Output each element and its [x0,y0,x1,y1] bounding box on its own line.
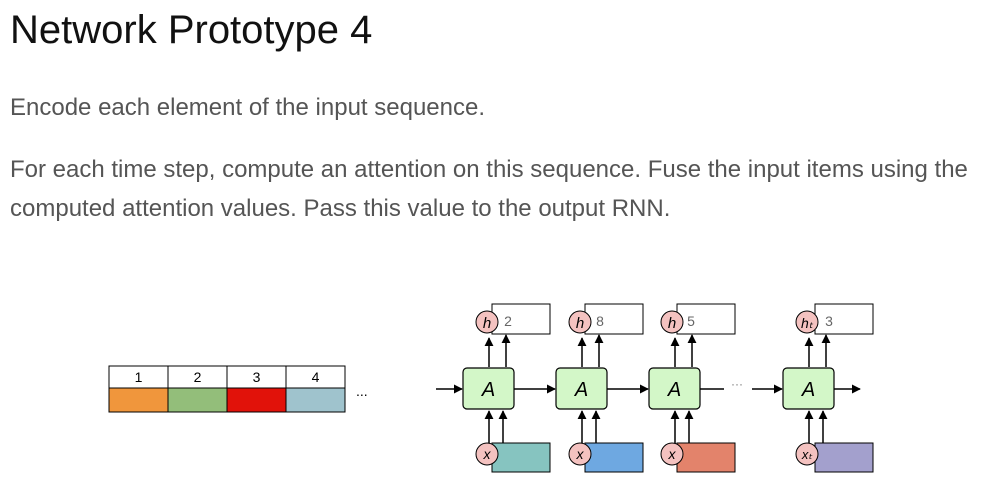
sequence-cell-color [167,387,228,413]
input-x-node [660,442,684,466]
input-x-node [795,442,819,466]
hidden-state-label: hₜ [801,315,814,331]
paragraph-attention: For each time step, compute an attention… [10,156,968,222]
hidden-state-label: h [668,315,676,332]
sequence-ellipsis: ... [356,383,368,399]
hidden-state-label: h [483,315,491,332]
input-x-node [568,442,592,466]
sequence-cell-label: 4 [312,369,320,385]
sequence-cell-label: 1 [135,369,143,385]
rnn-cell-label: A [574,379,588,401]
rnn-step-2: A 8 h x [555,303,644,473]
input-x-label: x [668,446,677,462]
rnn-step-1: A 2 h x [462,303,551,473]
rnn-cell-label: A [801,379,815,401]
hidden-state-node [475,310,499,334]
output-box [491,303,551,335]
output-value: 2 [504,313,512,329]
input-x-node [475,442,499,466]
output-box [676,303,736,335]
rnn-dots: ··· [731,377,743,391]
sequence-cell-4: 4 [285,365,346,413]
output-value: 8 [596,313,604,329]
sequence-cell-label: 3 [253,369,261,385]
hidden-state-node [568,310,592,334]
sequence-cell-3: 3 [226,365,287,413]
rnn-chain: ··· [436,377,861,394]
output-box [584,303,644,335]
sequence-cell-1: 1 [108,365,169,413]
input-vector [676,442,736,473]
hidden-state-node [795,310,819,334]
input-sequence: 1 2 3 4 ... [108,365,368,413]
rnn-cell [782,367,835,410]
rnn-cell [462,367,515,410]
hidden-state-node [660,310,684,334]
output-value: 5 [687,313,695,329]
rnn-step-3: A 5 h x [648,303,736,473]
rnn-cell [648,367,701,410]
sequence-cell-2: 2 [167,365,228,413]
input-x-label: x [483,446,492,462]
slide-title: Network Prototype 4 [10,8,373,52]
sequence-cell-color [285,387,346,413]
rnn-step-t: A 3 hₜ xₜ [782,303,874,473]
sequence-cell-color [108,387,169,413]
input-vector [491,442,551,473]
rnn-cell-label: A [481,379,495,401]
rnn-cell-label: A [667,379,681,401]
input-vector [584,442,644,473]
rnn-cell [555,367,608,410]
input-vector [814,442,874,473]
input-x-label: xₜ [801,447,814,462]
input-x-label: x [576,446,585,462]
paragraph-encode: Encode each element of the input sequenc… [10,94,486,121]
output-value: 3 [825,313,833,329]
output-box [814,303,874,335]
sequence-cell-color [226,387,287,413]
sequence-cell-label: 2 [194,369,202,385]
hidden-state-label: h [576,315,584,332]
